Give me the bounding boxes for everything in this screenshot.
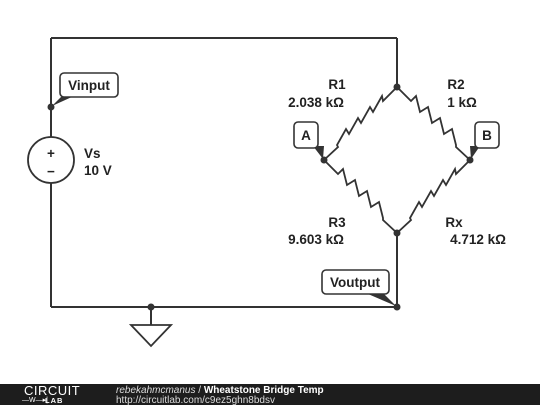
resistor-r1 [323, 86, 398, 161]
flag-b-label: B [482, 128, 492, 143]
flag-vinput-pointer [52, 96, 74, 106]
junction-bottom [393, 229, 401, 237]
bridge [323, 86, 471, 234]
credit-title[interactable]: Wheatstone Bridge Temp [203, 385, 324, 396]
circuitlab-logo-text[interactable]: CIRCUIT [24, 383, 81, 398]
flag-voutput-label: Voutput [330, 275, 380, 290]
flag-vinput: Vinput [52, 72, 119, 106]
flag-a-label: A [301, 128, 311, 143]
r3-value: 9.603 kΩ [288, 232, 344, 247]
source-name: Vs [84, 146, 101, 161]
resistor-r2 [396, 86, 471, 161]
flag-voutput-box [321, 269, 390, 295]
circuitlab-logo-subtext: LAB [45, 396, 64, 405]
rx-name: Rx [445, 215, 463, 230]
flag-b: B [470, 121, 500, 159]
flag-voutput-pointer [368, 294, 396, 306]
credit-line: rebekahmcmanus / Wheatstone Bridge Temp [116, 385, 324, 396]
voltage-source: + − [27, 136, 75, 184]
r1-name: R1 [328, 77, 346, 92]
voltage-source-body [27, 136, 75, 184]
junction-a [320, 156, 328, 164]
circuit-schematic: + − Vs 10 V R1 2.038 kΩ R2 1 kΩ R3 9.603… [27, 37, 506, 348]
source-value: 10 V [84, 163, 112, 178]
flag-a-pointer [313, 146, 324, 159]
ground-icon [128, 324, 174, 348]
junction-ground [147, 303, 155, 311]
junctions [47, 83, 474, 311]
junction-top [393, 83, 401, 91]
circuitlab-logo-icon: —W—▸| [22, 397, 48, 404]
source-minus-sign: − [47, 164, 55, 179]
r3-name: R3 [328, 215, 346, 230]
flag-b-box [474, 121, 500, 149]
r2-value: 1 kΩ [447, 95, 477, 110]
footer-bar: CIRCUIT —W—▸| LAB rebekahmcmanus / Wheat… [0, 383, 540, 406]
rx-value: 4.712 kΩ [450, 232, 506, 247]
flag-a-box [293, 121, 319, 149]
r2-name: R2 [447, 77, 464, 92]
credit-separator: / [195, 385, 204, 396]
source-plus-sign: + [47, 146, 55, 161]
junction-b [466, 156, 474, 164]
resistor-rx [396, 159, 471, 234]
resistor-r3 [323, 159, 398, 234]
credit-url[interactable]: http://circuitlab.com/c9ez5ghn8bdsv [116, 395, 275, 406]
flag-voutput: Voutput [321, 269, 396, 306]
flag-a: A [293, 121, 324, 159]
wires [50, 37, 398, 325]
flag-b-pointer [470, 146, 480, 159]
flag-vinput-box [59, 72, 119, 98]
credit-author[interactable]: rebekahmcmanus [116, 385, 196, 396]
r1-value: 2.038 kΩ [288, 95, 344, 110]
flag-vinput-label: Vinput [68, 78, 110, 93]
